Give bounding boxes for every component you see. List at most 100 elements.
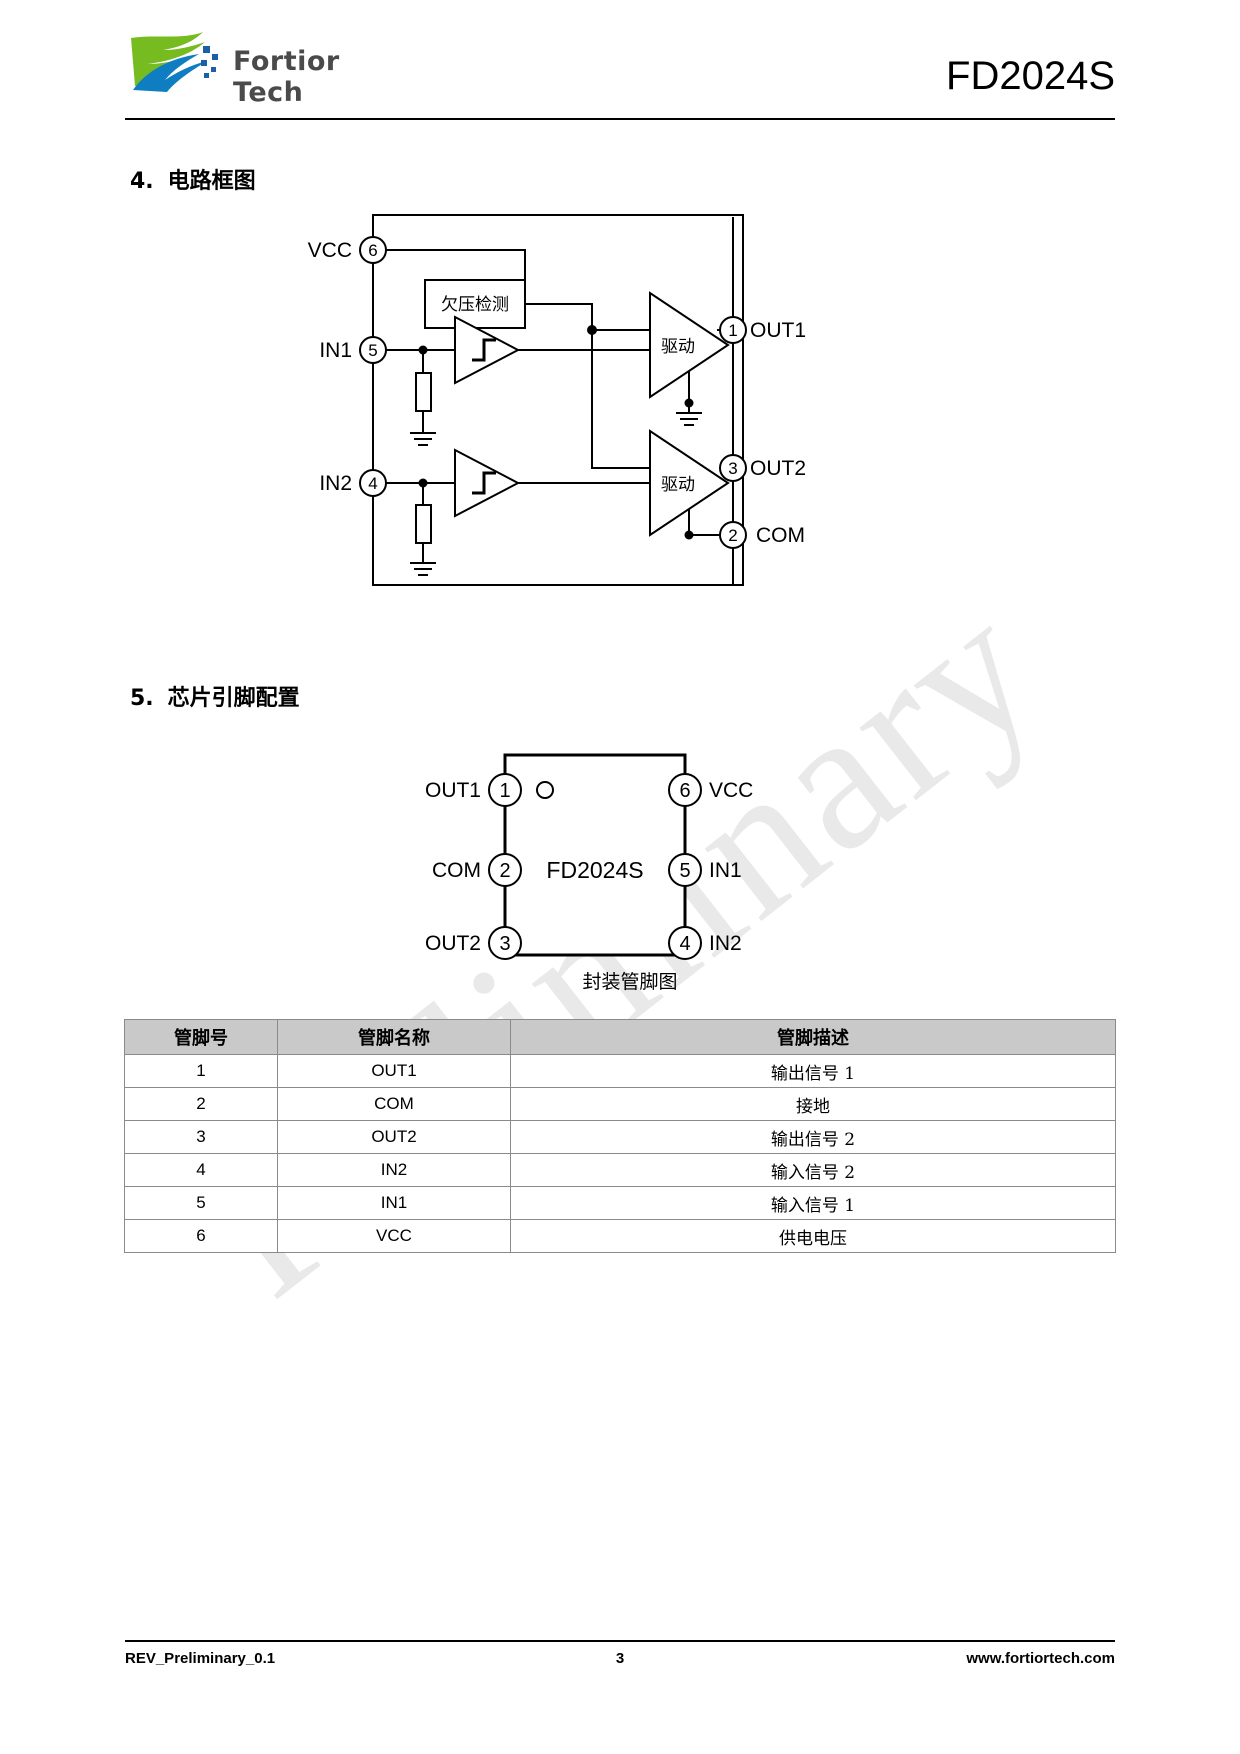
footer-revision: REV_Preliminary_0.1 xyxy=(125,1650,276,1667)
cell-pin-desc: 输入信号 1 xyxy=(510,1186,1116,1220)
cell-pin-number: 1 xyxy=(124,1054,278,1088)
pin-num-2: 2 xyxy=(728,526,737,545)
footer-website[interactable]: www.fortiortech.com xyxy=(966,1650,1115,1667)
pinout-num-6: 6 xyxy=(679,780,690,802)
pinout-label-in1: IN1 xyxy=(709,859,742,882)
pin-label-com: COM xyxy=(756,524,805,547)
schmitt-trigger-2 xyxy=(454,448,521,518)
table-row: 5 IN1 输入信号 1 xyxy=(124,1186,1116,1220)
ground-symbol-in1 xyxy=(410,432,436,446)
pin-label-in2: IN2 xyxy=(319,472,352,495)
col-header-pin-desc: 管脚描述 xyxy=(510,1019,1116,1055)
page-footer: REV_Preliminary_0.1 3 www.fortiortech.co… xyxy=(125,1650,1115,1680)
cell-pin-desc: 供电电压 xyxy=(510,1219,1116,1253)
pinout-circle-5 xyxy=(668,853,702,887)
table-row: 2 COM 接地 xyxy=(124,1087,1116,1121)
col-header-pin-number: 管脚号 xyxy=(124,1019,278,1055)
cell-pin-number: 2 xyxy=(124,1087,278,1121)
cell-pin-name: IN1 xyxy=(277,1186,511,1220)
pin1-index-marker xyxy=(536,781,554,799)
pin-num-3: 3 xyxy=(728,459,737,478)
pinout-caption: 封装管脚图 xyxy=(582,971,678,993)
cell-pin-number: 6 xyxy=(124,1219,278,1253)
vcc-rail xyxy=(386,249,526,280)
pin-num-5: 5 xyxy=(368,341,377,360)
cell-pin-number: 5 xyxy=(124,1186,278,1220)
pin-label-out2: OUT2 xyxy=(750,457,806,480)
uvlo-to-driver2 xyxy=(591,330,650,469)
fortior-leaf-logo-icon xyxy=(131,32,218,92)
pin-label-vcc: VCC xyxy=(308,239,352,262)
section-heading-block-diagram: 4. 电路框图 xyxy=(130,163,256,195)
pinout-circle-4 xyxy=(668,926,702,960)
footer-divider xyxy=(125,1640,1115,1642)
section-number: 4. xyxy=(130,169,154,194)
junction-dot-driver1-gnd xyxy=(684,398,694,408)
uvlo-output-wire xyxy=(525,303,593,330)
pinout-num-3: 3 xyxy=(499,933,510,955)
table-row: 1 OUT1 输出信号 1 xyxy=(124,1054,1116,1088)
pin-num-4: 4 xyxy=(368,474,377,493)
section-title: 芯片引脚配置 xyxy=(167,686,300,711)
hysteresis-glyph-1 xyxy=(472,338,496,362)
footer-page-number: 3 xyxy=(615,1650,625,1667)
table-row: 6 VCC 供电电压 xyxy=(124,1219,1116,1253)
pinout-label-out1: OUT1 xyxy=(425,779,481,802)
cell-pin-name: COM xyxy=(277,1087,511,1121)
driver2-label: 驱动 xyxy=(661,475,695,494)
chip-boundary xyxy=(372,214,744,586)
ground-symbol-in2 xyxy=(410,562,436,576)
cell-pin-desc: 输入信号 2 xyxy=(510,1153,1116,1187)
driver1-label: 驱动 xyxy=(661,337,695,356)
package-part-number: FD2024S xyxy=(546,857,643,883)
table-row: 3 OUT2 输出信号 2 xyxy=(124,1120,1116,1154)
page-header: Fortior Tech FD2024S xyxy=(125,28,1115,118)
cell-pin-desc: 输出信号 2 xyxy=(510,1120,1116,1154)
header-divider xyxy=(125,118,1115,120)
pin-num-6: 6 xyxy=(368,241,377,260)
cell-pin-name: VCC xyxy=(277,1219,511,1253)
part-number-title: FD2024S xyxy=(946,54,1115,98)
pinout-num-1: 1 xyxy=(499,780,510,802)
section-number: 5. xyxy=(130,686,154,711)
pinout-circle-2 xyxy=(488,853,522,887)
cell-pin-number: 3 xyxy=(124,1120,278,1154)
table-row: 4 IN2 输入信号 2 xyxy=(124,1153,1116,1187)
uvlo-label: 欠压检测 xyxy=(441,295,509,314)
cell-pin-desc: 输出信号 1 xyxy=(510,1054,1116,1088)
package-pinout-wrapper: 1 2 3 6 5 4 OUT1 COM OUT2 VCC IN1 IN2 FD… xyxy=(395,735,865,1015)
company-logo: Fortior Tech xyxy=(125,28,395,108)
pinout-num-4: 4 xyxy=(679,933,690,955)
col-header-pin-name: 管脚名称 xyxy=(277,1019,511,1055)
hysteresis-glyph-2 xyxy=(472,471,496,495)
cell-pin-name: OUT1 xyxy=(277,1054,511,1088)
cell-pin-desc: 接地 xyxy=(510,1087,1116,1121)
pinout-label-in2: IN2 xyxy=(709,932,742,955)
pin-description-table: 管脚号 管脚名称 管脚描述 1 OUT1 输出信号 1 2 COM 接地 3 O… xyxy=(124,1019,1116,1253)
company-name: Fortior Tech xyxy=(233,46,340,108)
package-pinout-diagram: 1 2 3 6 5 4 OUT1 COM OUT2 VCC IN1 IN2 FD… xyxy=(425,753,753,960)
ground-symbol-driver1 xyxy=(676,412,702,426)
cell-pin-number: 4 xyxy=(124,1153,278,1187)
pin-label-out1: OUT1 xyxy=(750,319,806,342)
section-title: 电路框图 xyxy=(167,169,256,194)
circuit-block-diagram: 6 5 4 1 3 2 VCC IN1 IN2 OUT1 OUT2 COM 欠压… xyxy=(308,214,806,586)
table-header-row: 管脚号 管脚名称 管脚描述 xyxy=(124,1019,1116,1055)
cell-pin-name: OUT2 xyxy=(277,1120,511,1154)
package-body xyxy=(503,753,687,957)
pinout-circle-1 xyxy=(488,773,522,807)
resistor-in2 xyxy=(415,504,432,544)
pinout-label-com: COM xyxy=(432,859,481,882)
resistor-in1 xyxy=(415,372,432,412)
pinout-label-out2: OUT2 xyxy=(425,932,481,955)
section-heading-pin-config: 5. 芯片引脚配置 xyxy=(130,680,300,712)
pin-num-1: 1 xyxy=(728,321,737,340)
pin-label-in1: IN1 xyxy=(319,339,352,362)
pinout-circle-6 xyxy=(668,773,702,807)
schmitt-trigger-1 xyxy=(454,315,521,385)
pinout-circle-3 xyxy=(488,926,522,960)
pinout-num-2: 2 xyxy=(499,860,510,882)
pinout-num-5: 5 xyxy=(679,860,690,882)
cell-pin-name: IN2 xyxy=(277,1153,511,1187)
